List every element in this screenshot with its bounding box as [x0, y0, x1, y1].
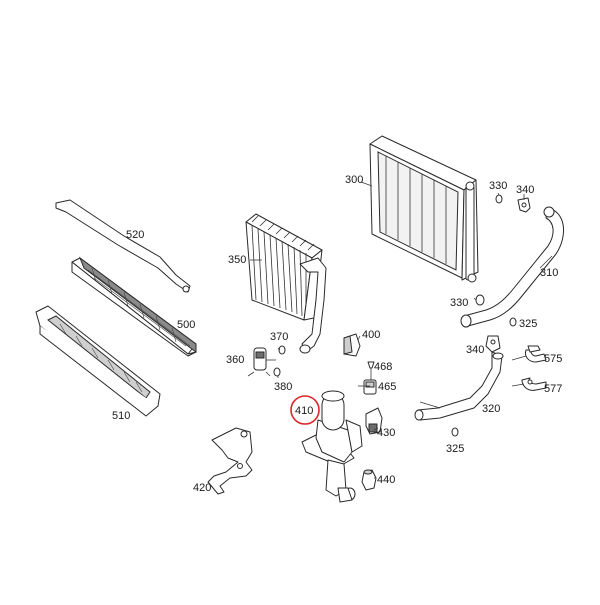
- highlight-ring-410: [290, 395, 320, 425]
- screw-468[interactable]: [367, 361, 375, 380]
- callout-370[interactable]: 370: [270, 331, 288, 343]
- gasket-380[interactable]: [273, 367, 281, 377]
- heater-core-300[interactable]: [369, 135, 479, 283]
- o-ring-330-bottom[interactable]: [475, 294, 485, 306]
- leader-lines: [250, 181, 553, 479]
- callout-360[interactable]: 360: [226, 354, 244, 366]
- callout-labels: 300 330 340 310 330 325 340 575 577 320 …: [112, 174, 562, 494]
- callout-380[interactable]: 380: [274, 381, 292, 393]
- connector-465[interactable]: [363, 379, 377, 395]
- callout-465[interactable]: 465: [378, 381, 396, 393]
- clamp-340-bottom[interactable]: [485, 335, 501, 353]
- callout-430[interactable]: 430: [377, 427, 395, 439]
- callout-400[interactable]: 400: [362, 329, 380, 341]
- mounting-bracket-420[interactable]: [207, 427, 253, 495]
- callout-320[interactable]: 320: [482, 403, 500, 415]
- o-ring-330-top[interactable]: [495, 194, 503, 204]
- water-valve-410[interactable]: [301, 390, 363, 503]
- callout-330-bottom[interactable]: 330: [450, 297, 468, 309]
- cover-400[interactable]: [343, 333, 361, 357]
- bracket-strip-520[interactable]: [55, 199, 191, 293]
- clip-577[interactable]: [521, 377, 547, 391]
- callout-310[interactable]: 310: [540, 267, 558, 279]
- plug-440[interactable]: [361, 469, 377, 491]
- clamp-340-top[interactable]: [517, 197, 531, 213]
- callout-575[interactable]: 575: [544, 353, 562, 365]
- callout-500[interactable]: 500: [177, 319, 195, 331]
- washer-325-bottom[interactable]: [451, 427, 459, 437]
- callout-330-top[interactable]: 330: [489, 180, 507, 192]
- callout-520[interactable]: 520: [126, 229, 144, 241]
- callout-340-top[interactable]: 340: [516, 184, 534, 196]
- callout-577[interactable]: 577: [544, 383, 562, 395]
- callout-440[interactable]: 440: [377, 474, 395, 486]
- clip-575[interactable]: [525, 345, 547, 363]
- callout-325-bottom[interactable]: 325: [446, 443, 464, 455]
- cabin-filter-500[interactable]: [71, 256, 197, 357]
- callout-420[interactable]: 420: [193, 482, 211, 494]
- callout-340-bottom[interactable]: 340: [466, 344, 484, 356]
- filter-housing-510[interactable]: [35, 305, 161, 417]
- expansion-valve-360[interactable]: [247, 347, 271, 377]
- gasket-370[interactable]: [278, 345, 286, 355]
- sensor-430[interactable]: [365, 407, 383, 435]
- callout-350[interactable]: 350: [228, 254, 246, 266]
- coolant-pipe-320[interactable]: [414, 351, 504, 421]
- callout-300[interactable]: 300: [345, 174, 363, 186]
- heater-hose-310[interactable]: [460, 206, 565, 328]
- callout-325-right[interactable]: 325: [519, 318, 537, 330]
- washer-325-right[interactable]: [509, 317, 517, 327]
- evaporator-350[interactable]: [245, 213, 327, 354]
- callout-510[interactable]: 510: [112, 410, 130, 422]
- callout-410[interactable]: 410: [295, 405, 313, 417]
- callout-468[interactable]: 468: [374, 361, 392, 373]
